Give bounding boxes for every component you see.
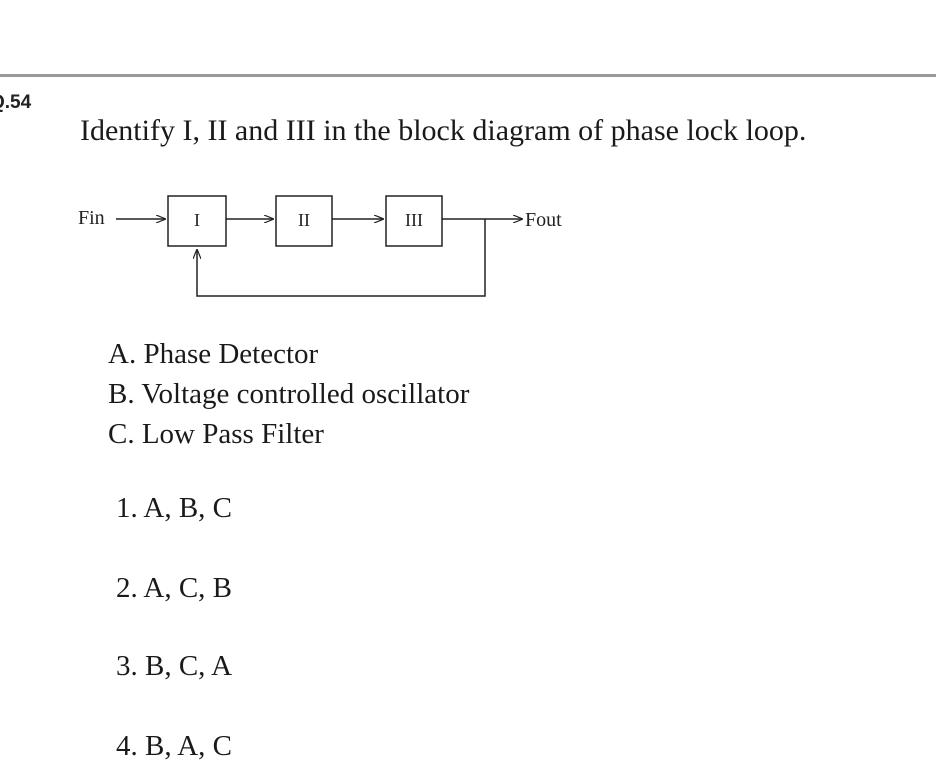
question-number: Q.54	[0, 92, 32, 113]
block-1	[167, 195, 227, 247]
block-2-label: II	[298, 210, 310, 230]
block-1-label: I	[194, 210, 200, 230]
input-label: Fin	[78, 207, 105, 229]
answer-option-4[interactable]: 4. B, A, C	[116, 730, 233, 762]
feedback-path	[197, 219, 486, 297]
list-item: C. Low Pass Filter	[108, 418, 324, 450]
answer-option-2[interactable]: 2. A, C, B	[116, 572, 233, 604]
pll-block-diagram: Fin I II III Fout	[78, 195, 562, 297]
list-item: A. Phase Detector	[108, 338, 319, 370]
answer-option-1[interactable]: 1. A, B, C	[116, 492, 233, 524]
item-list: A. Phase Detector B. Voltage controlled …	[108, 338, 469, 458]
list-item: B. Voltage controlled oscillator	[108, 378, 470, 410]
block-2	[275, 195, 333, 247]
output-label: Fout	[525, 209, 562, 231]
block-3-label: III	[405, 210, 423, 230]
answer-option-3[interactable]: 3. B, C, A	[116, 650, 233, 682]
question-text: Identify I, II and III in the block diag…	[80, 114, 807, 147]
top-divider	[0, 74, 936, 77]
block-3	[385, 195, 443, 247]
